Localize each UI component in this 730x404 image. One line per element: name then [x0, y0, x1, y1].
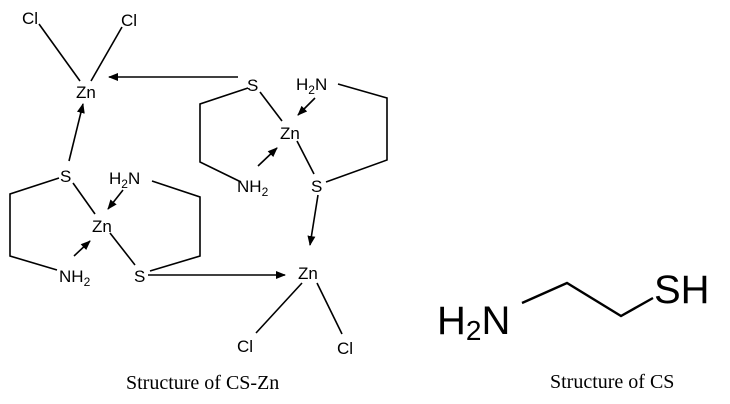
h2n-label: H2N	[437, 299, 510, 346]
coordination-arrow	[297, 97, 316, 116]
ring-bond	[199, 87, 249, 183]
nh2-label: NH2	[237, 177, 269, 199]
cl-atom: Cl	[337, 339, 353, 358]
zncl2-bottom: Zn Cl Cl	[237, 264, 353, 358]
coordination-arrow	[73, 240, 91, 257]
zn-chelate-right: S H2N Zn NH2 S	[199, 75, 388, 199]
cl-atom: Cl	[121, 11, 137, 30]
zn-cl-bond	[316, 282, 343, 335]
ligand-caption: Structure of CS	[550, 371, 674, 393]
zn-s-bond	[109, 232, 136, 266]
zn-cl-bond	[255, 282, 303, 334]
cysteamine-structure: H2N SH	[437, 268, 710, 346]
s-to-zn-arrow	[68, 103, 85, 162]
carbon-chain-bond	[521, 281, 654, 318]
zncl2-top: Cl Cl Zn	[22, 9, 137, 102]
s-atom: S	[247, 76, 258, 95]
s-atom: S	[134, 267, 145, 286]
s-to-zn-arrow	[307, 194, 319, 246]
zn-atom: Zn	[280, 124, 300, 143]
coordination-arrow	[107, 189, 124, 210]
zn-cl-bond	[90, 26, 123, 82]
zn-s-bond	[259, 91, 283, 122]
ring-bond	[149, 180, 201, 272]
nh2-label: NH2	[59, 267, 91, 289]
coordination-arrow	[257, 147, 278, 167]
zn-s-bond	[296, 140, 315, 175]
zn-s-bond	[72, 182, 96, 215]
h2n-label: H2N	[109, 169, 140, 191]
zn-chelate-left: S H2N Zn NH2 S	[9, 167, 201, 289]
s-atom: S	[311, 177, 322, 196]
zn-atom: Zn	[298, 264, 318, 283]
zn-atom: Zn	[92, 217, 112, 236]
cl-atom: Cl	[237, 337, 253, 356]
ring-bond	[9, 177, 60, 271]
zn-cl-bond	[38, 23, 81, 82]
zn-atom: Zn	[76, 83, 96, 102]
s-atom: S	[60, 167, 71, 186]
complex-caption: Structure of CS-Zn	[126, 372, 279, 394]
h2n-label: H2N	[296, 75, 327, 97]
sh-label: SH	[654, 268, 710, 312]
ring-bond	[325, 83, 388, 183]
cl-atom: Cl	[22, 9, 38, 28]
